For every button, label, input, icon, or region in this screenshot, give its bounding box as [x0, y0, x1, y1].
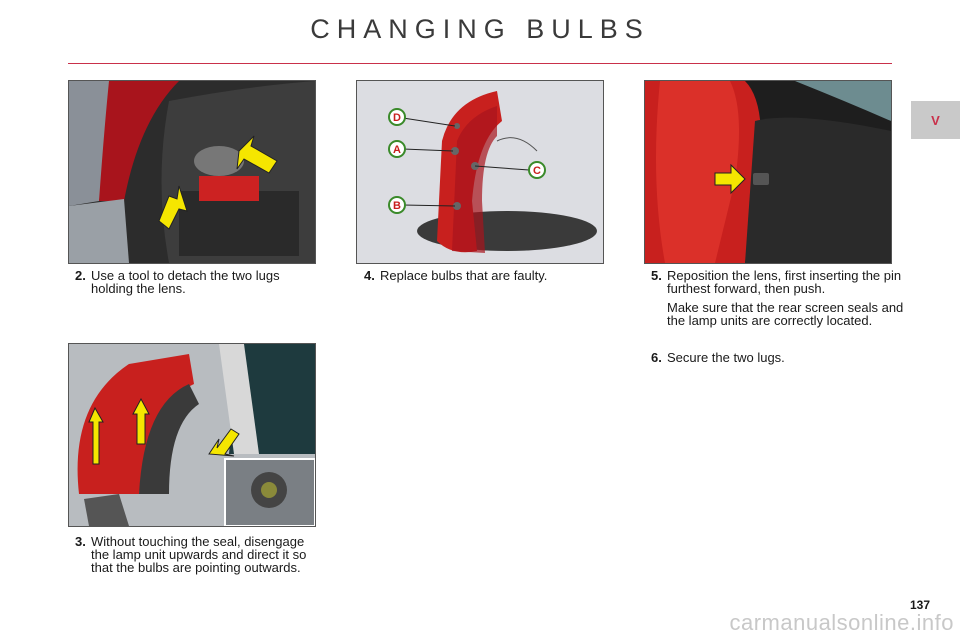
diagram-label-b: B [388, 196, 406, 214]
photo-lugs-detach [68, 80, 316, 264]
step-text: Use a tool to detach the two lugs holdin… [91, 268, 280, 296]
step-note: Make sure that the rear screen seals and… [667, 300, 904, 328]
step-number: 6. [651, 350, 662, 365]
svg-text:C: C [533, 165, 541, 177]
photo-disengage-lamp [68, 343, 316, 527]
diagram-label-d: D [388, 108, 406, 126]
page-title: CHANGING BULBS [310, 14, 650, 44]
svg-text:A: A [393, 144, 401, 156]
step-text: Secure the two lugs. [667, 350, 785, 365]
photo-bulb-diagram: D A C B [356, 80, 604, 264]
watermark[interactable]: carmanualsonline.info [729, 610, 954, 635]
step-number: 3. [75, 534, 86, 549]
step-text: Without touching the seal, disengage the… [91, 534, 307, 575]
svg-text:B: B [393, 200, 401, 212]
step-number: 2. [75, 268, 86, 283]
step-3: 3. Without touching the seal, disengage t… [75, 535, 311, 574]
page-number: 137 [909, 598, 930, 612]
diagram-label-c: C [528, 161, 546, 179]
step-text: Reposition the lens, first inserting the… [667, 268, 902, 296]
step-2: 2. Use a tool to detach the two lugs hold… [75, 269, 321, 295]
step-number: 4. [364, 268, 375, 283]
step-6: 6. Secure the two lugs. [651, 351, 907, 364]
step-number: 5. [651, 268, 662, 283]
step-4: 4. Replace bulbs that are faulty. [364, 269, 610, 282]
step-5: 5. Reposition the lens, first inserting t… [651, 269, 907, 327]
svg-text:D: D [393, 112, 401, 124]
photo-reposition-lens [644, 80, 892, 264]
step-text: Replace bulbs that are faulty. [380, 268, 548, 283]
chapter-tab[interactable]: V [911, 101, 960, 139]
title-divider [68, 63, 892, 64]
diagram-label-a: A [388, 140, 406, 158]
